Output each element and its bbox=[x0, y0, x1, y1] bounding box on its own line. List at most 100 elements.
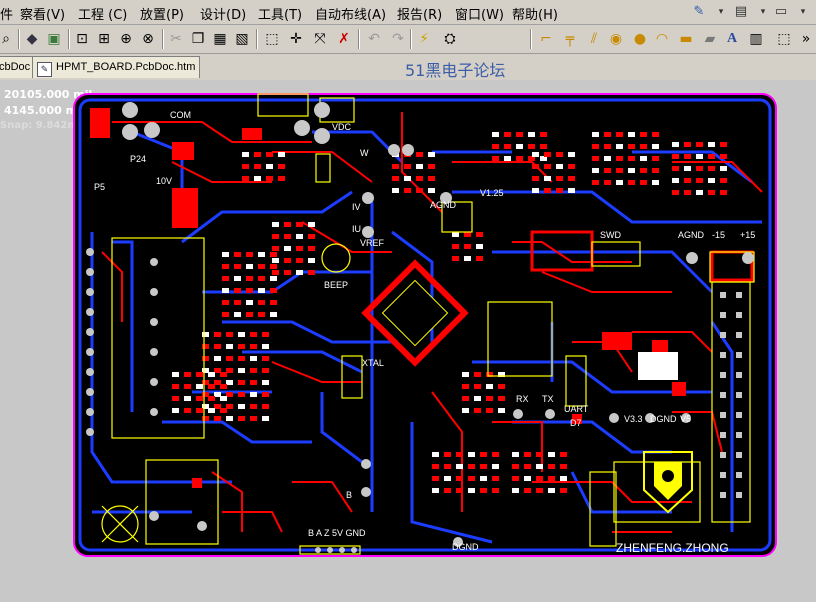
wire-tool-icon[interactable]: ✎ bbox=[693, 4, 705, 19]
diff-pair-route-icon[interactable]: ╤ bbox=[565, 31, 575, 47]
component-icon[interactable]: ▥ bbox=[749, 31, 763, 47]
smd-pad bbox=[696, 154, 703, 159]
dropdown-arrow-icon[interactable]: ▾ bbox=[718, 7, 724, 17]
print-icon[interactable]: ▤ bbox=[734, 4, 748, 19]
smd-pad bbox=[444, 464, 451, 469]
document-icon: ✎ bbox=[37, 62, 52, 77]
smd-pad bbox=[464, 244, 471, 249]
menu-bar: 件 察看(V) 工程 (C) 放置(P) 设计(D) 工具(T) 自动布线(A)… bbox=[0, 0, 816, 25]
smd-pad bbox=[536, 464, 543, 469]
filter-icon[interactable]: ⊗ bbox=[142, 31, 154, 47]
rubber-stamp-icon[interactable]: ▧ bbox=[235, 31, 249, 47]
smd-pad bbox=[238, 368, 245, 373]
place-string-icon[interactable]: A bbox=[726, 31, 738, 46]
select-area-icon[interactable]: ⬚ bbox=[265, 31, 279, 47]
menu-help[interactable]: 帮助(H) bbox=[512, 8, 558, 23]
smd-pad bbox=[284, 270, 291, 275]
smd-pad bbox=[498, 408, 505, 413]
smd-pad bbox=[392, 188, 399, 193]
smd-pad bbox=[568, 188, 575, 193]
smd-pad bbox=[568, 164, 575, 169]
smd-pad bbox=[492, 144, 499, 149]
smd-pad bbox=[684, 190, 691, 195]
main-toolbar: ⌕ ◆ ▣ ⊡ ⊞ ⊕ ⊗ ✂ ❐ ▦ ▧ ⬚ ✛ ⤧ ✗ ↶ ↷ ⚡ ⛭ ⌐ … bbox=[0, 25, 816, 54]
smd-pad bbox=[468, 476, 475, 481]
paste-icon[interactable]: ▦ bbox=[213, 31, 227, 47]
zoom-fit-icon[interactable]: ⊞ bbox=[98, 31, 110, 47]
menu-file[interactable]: 件 bbox=[0, 8, 14, 23]
smd-pad bbox=[184, 384, 191, 389]
smd-pad bbox=[258, 288, 265, 293]
smd-pad bbox=[504, 144, 511, 149]
polygon-pour-icon[interactable]: ▰ bbox=[704, 31, 716, 47]
smd-pad bbox=[708, 166, 715, 171]
smd-pad bbox=[492, 452, 499, 457]
smd-pad bbox=[432, 464, 439, 469]
zoom-selected-icon[interactable]: ⊕ bbox=[120, 31, 132, 47]
smd-pad bbox=[708, 154, 715, 159]
smd-pad bbox=[202, 416, 209, 421]
smd-pad bbox=[262, 356, 269, 361]
menu-view[interactable]: 察看(V) bbox=[20, 8, 66, 23]
interactive-route-icon[interactable]: ⌐ bbox=[540, 31, 552, 47]
smd-pad bbox=[452, 232, 459, 237]
place-arc-icon[interactable]: ◠ bbox=[655, 31, 669, 47]
smd-pad bbox=[250, 356, 257, 361]
menu-project[interactable]: 工程 (C) bbox=[78, 8, 128, 23]
smd-pad bbox=[512, 476, 519, 481]
menu-window[interactable]: 窗口(W) bbox=[455, 8, 504, 23]
smd-pad bbox=[672, 142, 679, 147]
zoom-icon[interactable]: ⌕ bbox=[2, 31, 10, 47]
select-connection-icon[interactable]: ⤧ bbox=[314, 31, 326, 47]
array-paste-icon[interactable]: ⬚ bbox=[777, 31, 791, 47]
smd-pad bbox=[226, 416, 233, 421]
smd-pad bbox=[544, 188, 551, 193]
place-fill-icon[interactable]: ▬ bbox=[679, 31, 693, 47]
dropdown-arrow-icon[interactable]: ▾ bbox=[760, 7, 766, 17]
tab-htm-report[interactable]: ✎HPMT_BOARD.PcbDoc.htm bbox=[32, 56, 200, 78]
smd-pad bbox=[452, 244, 459, 249]
deselect-icon[interactable]: ✗ bbox=[338, 31, 350, 47]
smd-pad bbox=[640, 144, 647, 149]
pcb-board[interactable]: COM P24 P5 10V VDC AGND V1.25 SWD AGND -… bbox=[72, 92, 778, 558]
move-icon[interactable]: ✛ bbox=[290, 31, 302, 47]
smd-pad bbox=[272, 270, 279, 275]
smd-pad bbox=[208, 372, 215, 377]
smd-pad bbox=[672, 154, 679, 159]
smd-pad bbox=[296, 270, 303, 275]
undo-icon[interactable]: ↶ bbox=[368, 31, 380, 47]
tab-pcbdoc[interactable]: cbDoc bbox=[0, 56, 36, 78]
copy-icon[interactable]: ❐ bbox=[191, 31, 205, 47]
menu-tools[interactable]: 工具(T) bbox=[258, 8, 303, 23]
menu-autoroute[interactable]: 自动布线(A) bbox=[315, 8, 387, 23]
redo-icon[interactable]: ↷ bbox=[392, 31, 404, 47]
place-via-icon[interactable]: ● bbox=[633, 31, 647, 47]
layer-icon[interactable]: ▭ bbox=[774, 4, 788, 19]
menu-place[interactable]: 放置(P) bbox=[140, 8, 184, 23]
cut-icon[interactable]: ✂ bbox=[170, 31, 182, 47]
smd-pad bbox=[214, 332, 221, 337]
multi-route-icon[interactable]: ⫽ bbox=[590, 31, 598, 47]
menu-design[interactable]: 设计(D) bbox=[200, 8, 247, 23]
smd-pad bbox=[428, 176, 435, 181]
smd-pad bbox=[720, 178, 727, 183]
smd-pad bbox=[568, 152, 575, 157]
smd-pad bbox=[492, 476, 499, 481]
dropdown-arrow-icon[interactable]: ▾ bbox=[800, 7, 806, 17]
smd-pad bbox=[616, 132, 623, 137]
zoom-area-icon[interactable]: ⊡ bbox=[76, 31, 88, 47]
place-pad-icon[interactable]: ◉ bbox=[609, 31, 623, 47]
label-author: ZHENFENG.ZHONG bbox=[616, 541, 729, 555]
cross-probe-icon[interactable]: ⚡ bbox=[419, 31, 429, 47]
smd-pad bbox=[480, 488, 487, 493]
top-layer-traces bbox=[101, 112, 763, 533]
smd-pad bbox=[278, 176, 285, 181]
label-p24: P24 bbox=[130, 154, 146, 164]
menu-reports[interactable]: 报告(R) bbox=[397, 8, 443, 23]
toolbar-overflow-icon[interactable]: » bbox=[801, 31, 811, 47]
browse-icon[interactable]: ⛭ bbox=[444, 31, 456, 47]
layers-icon[interactable]: ◆ bbox=[26, 31, 38, 47]
smd-pad bbox=[272, 222, 279, 227]
smd-pad bbox=[560, 476, 567, 481]
board-view-icon[interactable]: ▣ bbox=[47, 31, 61, 47]
